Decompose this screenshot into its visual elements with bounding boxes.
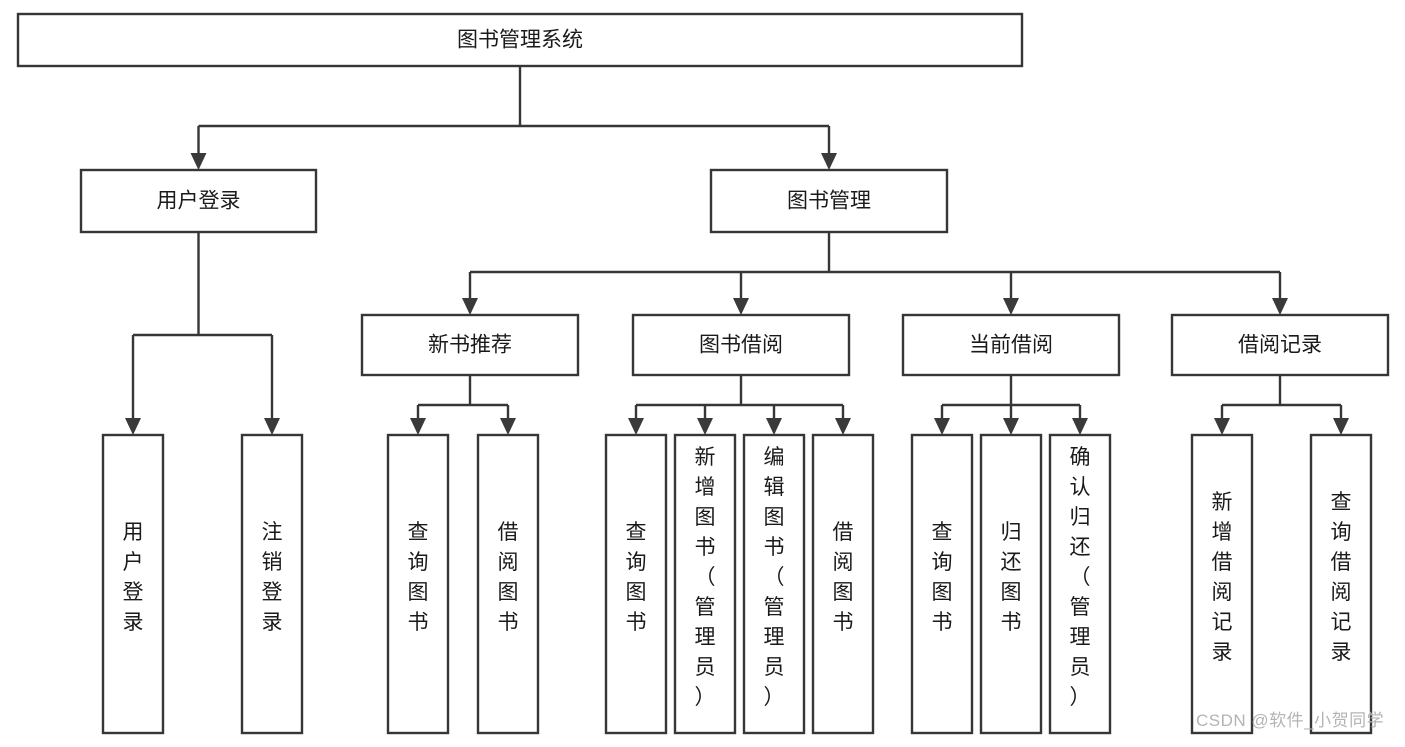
node-label: 用户登录 bbox=[123, 521, 144, 634]
node-label: 图书管理系统 bbox=[457, 29, 583, 52]
node-query-borrow-record[interactable]: 查询借阅记录 bbox=[1309, 433, 1373, 735]
node-label: 图书借阅 bbox=[699, 334, 783, 357]
arrow-head-icon bbox=[462, 298, 478, 315]
arrow-head-icon bbox=[264, 418, 280, 435]
arrow-head-icon bbox=[1333, 418, 1349, 435]
node-query-book-3[interactable]: 查询图书 bbox=[910, 433, 974, 735]
connector-layer bbox=[125, 66, 1349, 435]
arrow-head-icon bbox=[766, 418, 782, 435]
node-label: 新增图书（管理员） bbox=[695, 446, 716, 709]
node-borrow-book-2[interactable]: 借阅图书 bbox=[811, 433, 875, 735]
node-user-login-do[interactable]: 用户登录 bbox=[101, 433, 165, 735]
node-book-manage[interactable]: 图书管理 bbox=[709, 168, 949, 234]
node-label: 借阅图书 bbox=[498, 521, 519, 634]
node-query-book-2[interactable]: 查询图书 bbox=[604, 433, 668, 735]
node-label: 当前借阅 bbox=[969, 334, 1053, 357]
node-label: 归还图书 bbox=[1001, 521, 1022, 634]
arrow-head-icon bbox=[190, 153, 207, 170]
node-edit-book-admin[interactable]: 编辑图书（管理员） bbox=[742, 433, 806, 735]
node-root[interactable]: 图书管理系统 bbox=[16, 12, 1024, 68]
node-label: 查询图书 bbox=[626, 521, 647, 634]
node-label: 新书推荐 bbox=[428, 334, 512, 357]
arrow-head-icon bbox=[1072, 418, 1088, 435]
node-query-book-1[interactable]: 查询图书 bbox=[386, 433, 450, 735]
arrow-head-icon bbox=[628, 418, 644, 435]
arrow-head-icon bbox=[1214, 418, 1230, 435]
arrow-head-icon bbox=[125, 418, 141, 435]
node-user-logout[interactable]: 注销登录 bbox=[240, 433, 304, 735]
arrow-head-icon bbox=[821, 153, 837, 170]
arrow-head-icon bbox=[835, 418, 851, 435]
node-layer: 图书管理系统用户登录用户登录注销登录图书管理新书推荐查询图书借阅图书图书借阅查询… bbox=[16, 12, 1390, 735]
node-confirm-return-admin[interactable]: 确认归还（管理员） bbox=[1048, 433, 1112, 735]
arrow-head-icon bbox=[1272, 298, 1288, 315]
arrow-head-icon bbox=[733, 298, 749, 315]
node-label: 确认归还（管理员） bbox=[1070, 446, 1091, 709]
node-borrow-book-1[interactable]: 借阅图书 bbox=[476, 433, 540, 735]
csdn-watermark: CSDN @软件_小贺同学 bbox=[1196, 711, 1385, 730]
node-add-borrow-record[interactable]: 新增借阅记录 bbox=[1190, 433, 1254, 735]
arrow-head-icon bbox=[410, 418, 426, 435]
node-label: 新增借阅记录 bbox=[1212, 491, 1233, 664]
node-new-book-recommend[interactable]: 新书推荐 bbox=[360, 313, 580, 377]
node-user-login[interactable]: 用户登录 bbox=[79, 168, 318, 234]
node-label: 编辑图书（管理员） bbox=[764, 446, 785, 709]
node-add-book-admin[interactable]: 新增图书（管理员） bbox=[673, 433, 737, 735]
node-label: 用户登录 bbox=[157, 190, 241, 213]
arrow-head-icon bbox=[934, 418, 950, 435]
node-label: 查询图书 bbox=[932, 521, 953, 634]
node-label: 借阅记录 bbox=[1238, 334, 1322, 357]
arrow-head-icon bbox=[697, 418, 713, 435]
node-label: 借阅图书 bbox=[833, 521, 854, 634]
node-label: 注销登录 bbox=[262, 521, 283, 634]
arrow-head-icon bbox=[1003, 418, 1019, 435]
node-label: 图书管理 bbox=[787, 190, 871, 213]
arrow-head-icon bbox=[500, 418, 516, 435]
node-label: 查询图书 bbox=[408, 521, 429, 634]
node-label: 查询借阅记录 bbox=[1331, 491, 1352, 664]
arrow-head-icon bbox=[1003, 298, 1019, 315]
node-return-book[interactable]: 归还图书 bbox=[979, 433, 1043, 735]
node-book-borrow[interactable]: 图书借阅 bbox=[631, 313, 851, 377]
node-current-borrow[interactable]: 当前借阅 bbox=[901, 313, 1121, 377]
node-borrow-record[interactable]: 借阅记录 bbox=[1170, 313, 1390, 377]
